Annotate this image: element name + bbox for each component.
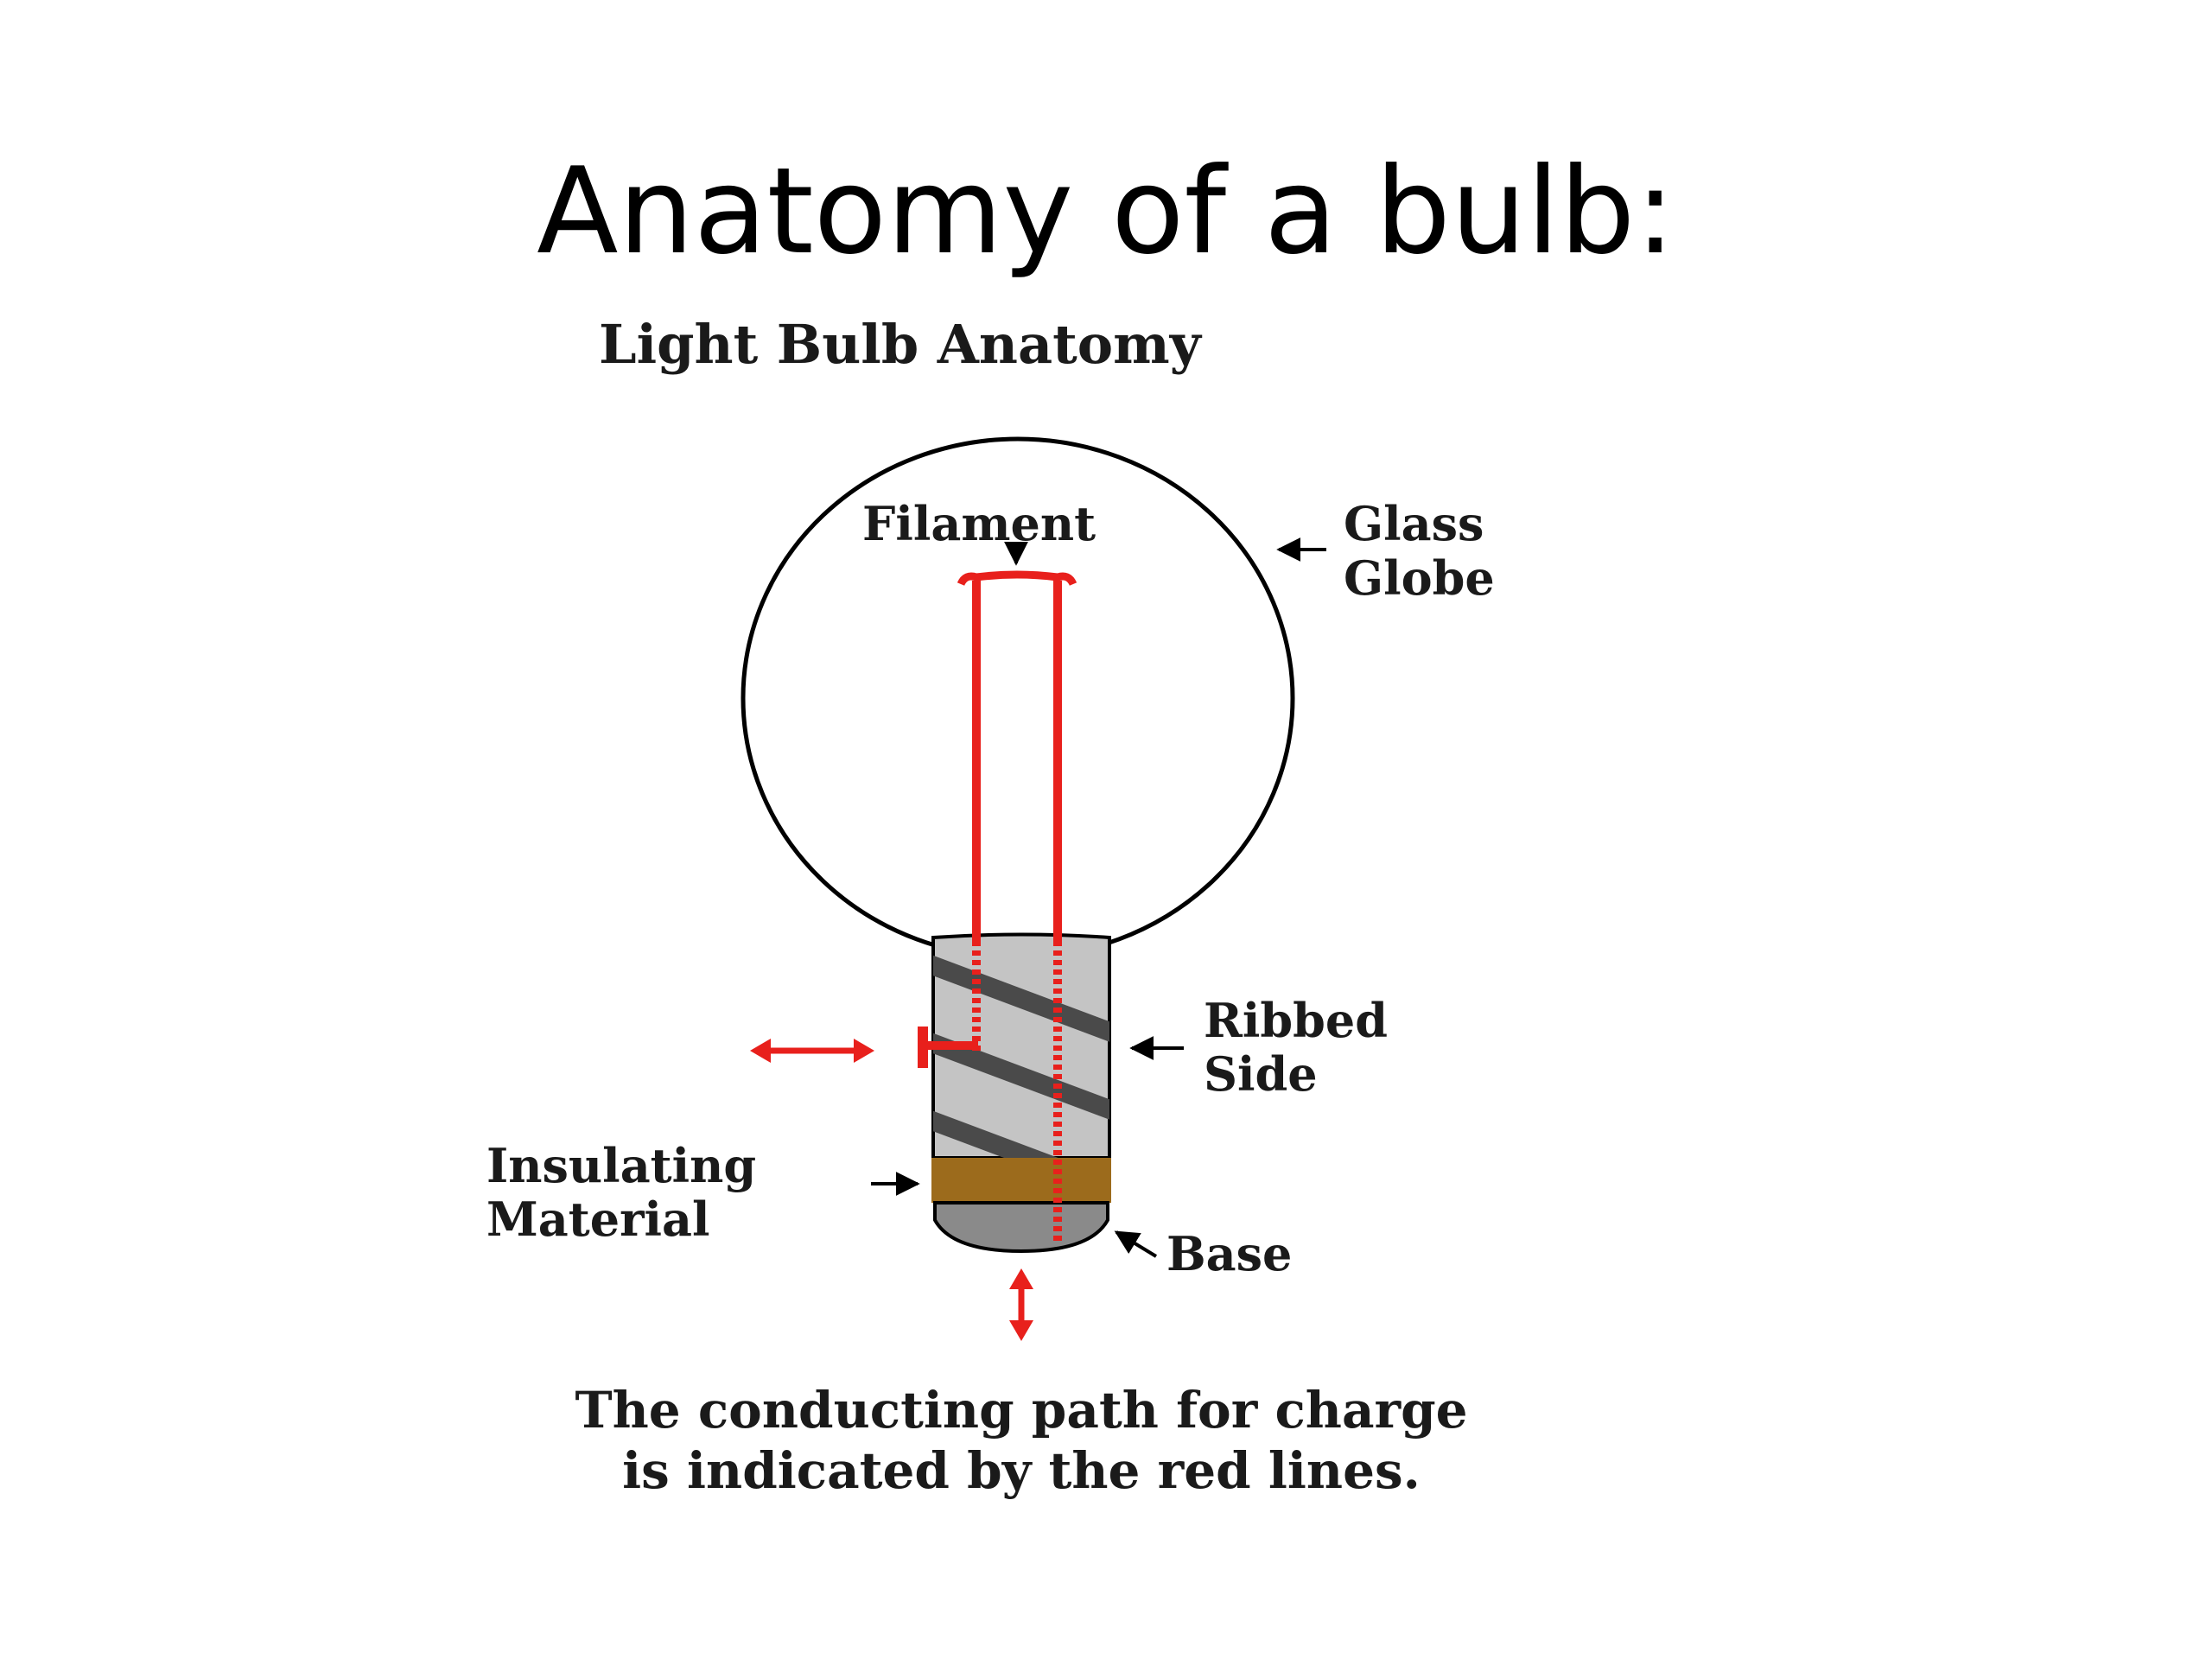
label-filament: Filament [862,496,1096,551]
caption-line2: is indicated by the red lines. [622,1441,1421,1500]
label-insulating-line1: Insulating [486,1138,756,1193]
conducting-path [918,570,1077,1243]
base-pointer [1114,1230,1158,1258]
socket-rib [933,1105,1109,1158]
filament-wire [957,570,1077,586]
ribbed-socket [931,932,1111,1160]
side-contact-arrow [750,1039,874,1063]
label-ribbed-line2: Side [1204,1046,1318,1102]
label-ribbed-line1: Ribbed [1204,993,1388,1048]
socket-rib [933,950,1109,1046]
label-insulating-line2: Material [486,1192,710,1247]
diagram-heading: Light Bulb Anatomy [599,313,1203,376]
slide-title: Anatomy of a bulb: [537,142,1675,281]
label-glass-line1: Glass [1344,496,1484,551]
bulb-base [933,1201,1109,1254]
base-contact-arrow [1009,1268,1033,1341]
label-base: Base [1166,1226,1292,1281]
insulating-band [931,1158,1111,1203]
label-glass-line2: Globe [1344,550,1495,606]
caption-line1: The conducting path for charge [575,1381,1467,1440]
